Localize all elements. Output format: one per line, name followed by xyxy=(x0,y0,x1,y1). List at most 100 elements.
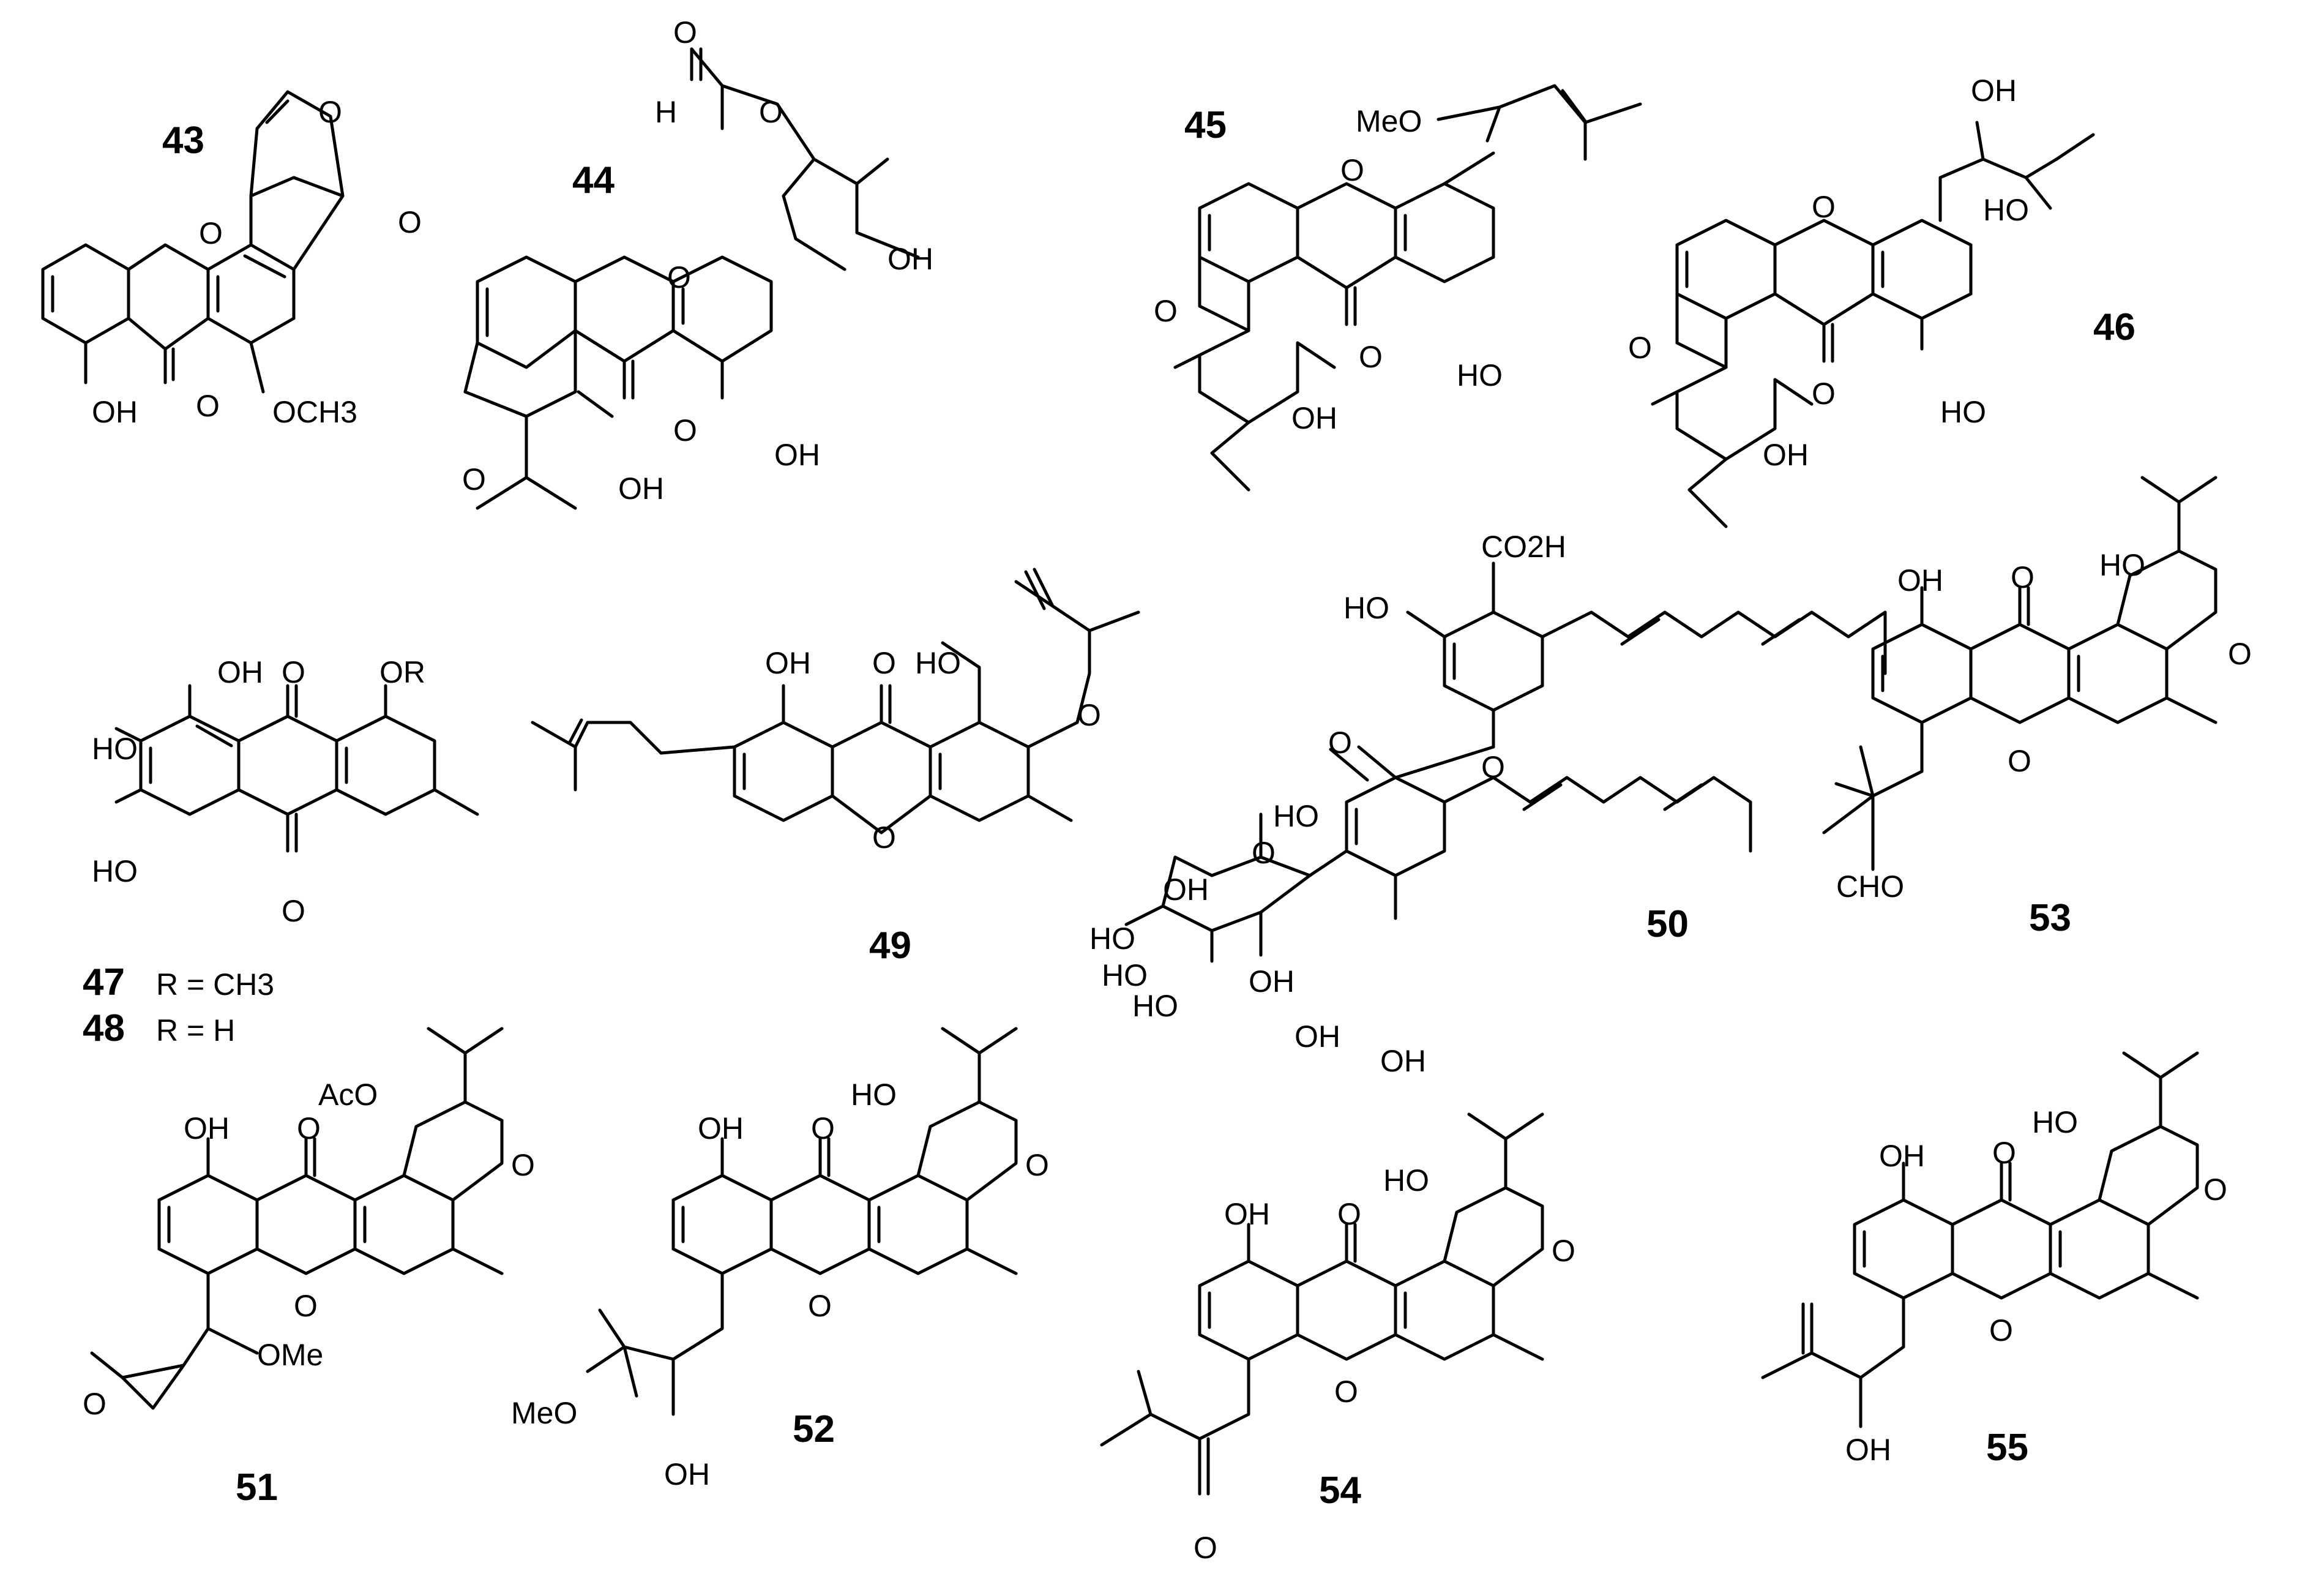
atom-label: O xyxy=(667,260,691,294)
atom-label: O xyxy=(1337,1197,1361,1231)
atom-label: OH xyxy=(1295,1019,1340,1054)
atom-label: OH xyxy=(1291,401,1337,435)
compound-number-43: 43 xyxy=(162,119,204,162)
atom-label: O xyxy=(872,820,896,855)
atom-label: OMe xyxy=(257,1338,323,1372)
atom-label: O xyxy=(1812,377,1836,411)
atom-label: HO xyxy=(1383,1163,1429,1198)
atom-label: O xyxy=(199,216,223,250)
atom-label: HO xyxy=(1457,358,1503,392)
atom-label: O xyxy=(2008,744,2031,778)
atom-label: O xyxy=(1812,190,1836,224)
atom-label: O xyxy=(83,1387,106,1421)
compound-55: 55 OH O HO O O OH xyxy=(1761,1051,2227,1469)
atom-label: H xyxy=(655,95,677,129)
atom-label: HO xyxy=(1940,395,1986,429)
atom-label: OH xyxy=(184,1111,230,1146)
compound-number-48: 48 xyxy=(83,1007,125,1049)
atom-label: MeO xyxy=(1356,104,1422,138)
atom-label: HO xyxy=(92,732,138,766)
atom-label: HO xyxy=(2099,548,2145,582)
compound-number-54: 54 xyxy=(1319,1469,1361,1512)
atom-label: O xyxy=(872,646,896,680)
atom-label: O xyxy=(759,95,783,129)
atom-label: O xyxy=(1359,340,1383,374)
compound-43: 43 O O O O OH OCH3 xyxy=(41,90,422,429)
compound-number-53: 53 xyxy=(2029,897,2071,939)
atom-label: OH xyxy=(1897,563,1943,598)
atom-label: O xyxy=(1025,1148,1049,1182)
atom-label: OH xyxy=(1971,73,2017,108)
atom-label: OH xyxy=(1249,964,1295,999)
atom-label: O xyxy=(462,462,486,497)
compound-51: 51 OH O AcO O O OMe O xyxy=(83,1027,535,1509)
atom-label: HO xyxy=(1273,799,1319,833)
compound-52: 52 OH O HO O O MeO OH xyxy=(511,1027,1049,1491)
compound-number-49: 49 xyxy=(869,924,911,967)
compound-caption-47: R = CH3 xyxy=(156,967,274,1002)
atom-label: O xyxy=(1328,726,1352,760)
atom-label: O xyxy=(2228,637,2252,671)
atom-label: HO xyxy=(851,1078,897,1112)
atom-label: O xyxy=(282,655,305,689)
atom-label: OH xyxy=(1879,1139,1925,1173)
atom-label: MeO xyxy=(511,1396,577,1430)
atom-label: OH xyxy=(1163,872,1209,907)
atom-label: AcO xyxy=(318,1078,378,1112)
atom-label: O xyxy=(808,1289,832,1323)
compound-number-51: 51 xyxy=(236,1466,278,1509)
compound-49: 49 HO OH O O O xyxy=(531,568,1140,967)
atom-label: O xyxy=(1628,331,1652,365)
atom-label: HO xyxy=(915,646,961,680)
atom-label: OH xyxy=(1845,1433,1891,1467)
atom-label: O xyxy=(2011,560,2034,594)
atom-label: O xyxy=(1252,836,1276,870)
atom-label: HO xyxy=(1983,193,2029,227)
atom-label: O xyxy=(294,1289,318,1323)
atom-label: O xyxy=(1154,294,1178,328)
atom-label: HO xyxy=(92,854,138,888)
atom-label: OH xyxy=(664,1457,710,1491)
atom-label: CO2H xyxy=(1481,530,1566,564)
compound-number-50: 50 xyxy=(1646,903,1689,945)
atom-label: O xyxy=(1481,750,1505,784)
atom-label: O xyxy=(1989,1313,2013,1348)
compound-number-55: 55 xyxy=(1986,1427,2028,1469)
atom-label: OH xyxy=(1380,1044,1426,1078)
atom-label: OH xyxy=(887,242,933,276)
atom-label: OH xyxy=(217,655,263,689)
compound-53: 53 OH O HO O O CHO xyxy=(1822,476,2252,939)
atom-label: OH xyxy=(774,438,820,472)
atom-label: O xyxy=(2203,1172,2227,1207)
atom-label: OH xyxy=(618,471,664,506)
atom-label: OH xyxy=(698,1111,744,1146)
atom-label: OH xyxy=(765,646,811,680)
atom-label: HO xyxy=(1102,958,1148,992)
atom-label: O xyxy=(282,894,305,928)
atom-label: OR xyxy=(379,655,425,689)
compound-number-45: 45 xyxy=(1184,104,1227,146)
atom-label: O xyxy=(196,389,220,423)
atom-label: O xyxy=(1552,1234,1575,1268)
compound-number-44: 44 xyxy=(572,159,615,201)
atom-label: OH xyxy=(1763,438,1809,472)
atom-label: OH xyxy=(92,395,138,429)
atom-label: OCH3 xyxy=(272,395,357,429)
atom-label: O xyxy=(1992,1136,2016,1170)
compound-44: 44 O H O OH O O O OH OH xyxy=(462,15,933,510)
compound-number-46: 46 xyxy=(2093,306,2135,348)
atom-label: O xyxy=(1334,1374,1358,1409)
compound-number-52: 52 xyxy=(793,1408,835,1450)
atom-label: O xyxy=(511,1148,535,1182)
compound-54: 54 OH O HO O O O xyxy=(1100,1112,1575,1565)
compound-number-47: 47 xyxy=(83,961,125,1003)
atom-label: O xyxy=(297,1111,321,1146)
compound-46: 46 OH HO O O O HO OH xyxy=(1628,73,2135,528)
atom-label: HO xyxy=(1089,921,1135,956)
atom-label: HO xyxy=(1132,989,1178,1023)
atom-label: HO xyxy=(2032,1105,2078,1139)
atom-label: O xyxy=(1194,1531,1217,1565)
compound-50: 50 CO2H HO O O HO OH O HO HO HO OH OH OH xyxy=(1089,530,1887,1078)
